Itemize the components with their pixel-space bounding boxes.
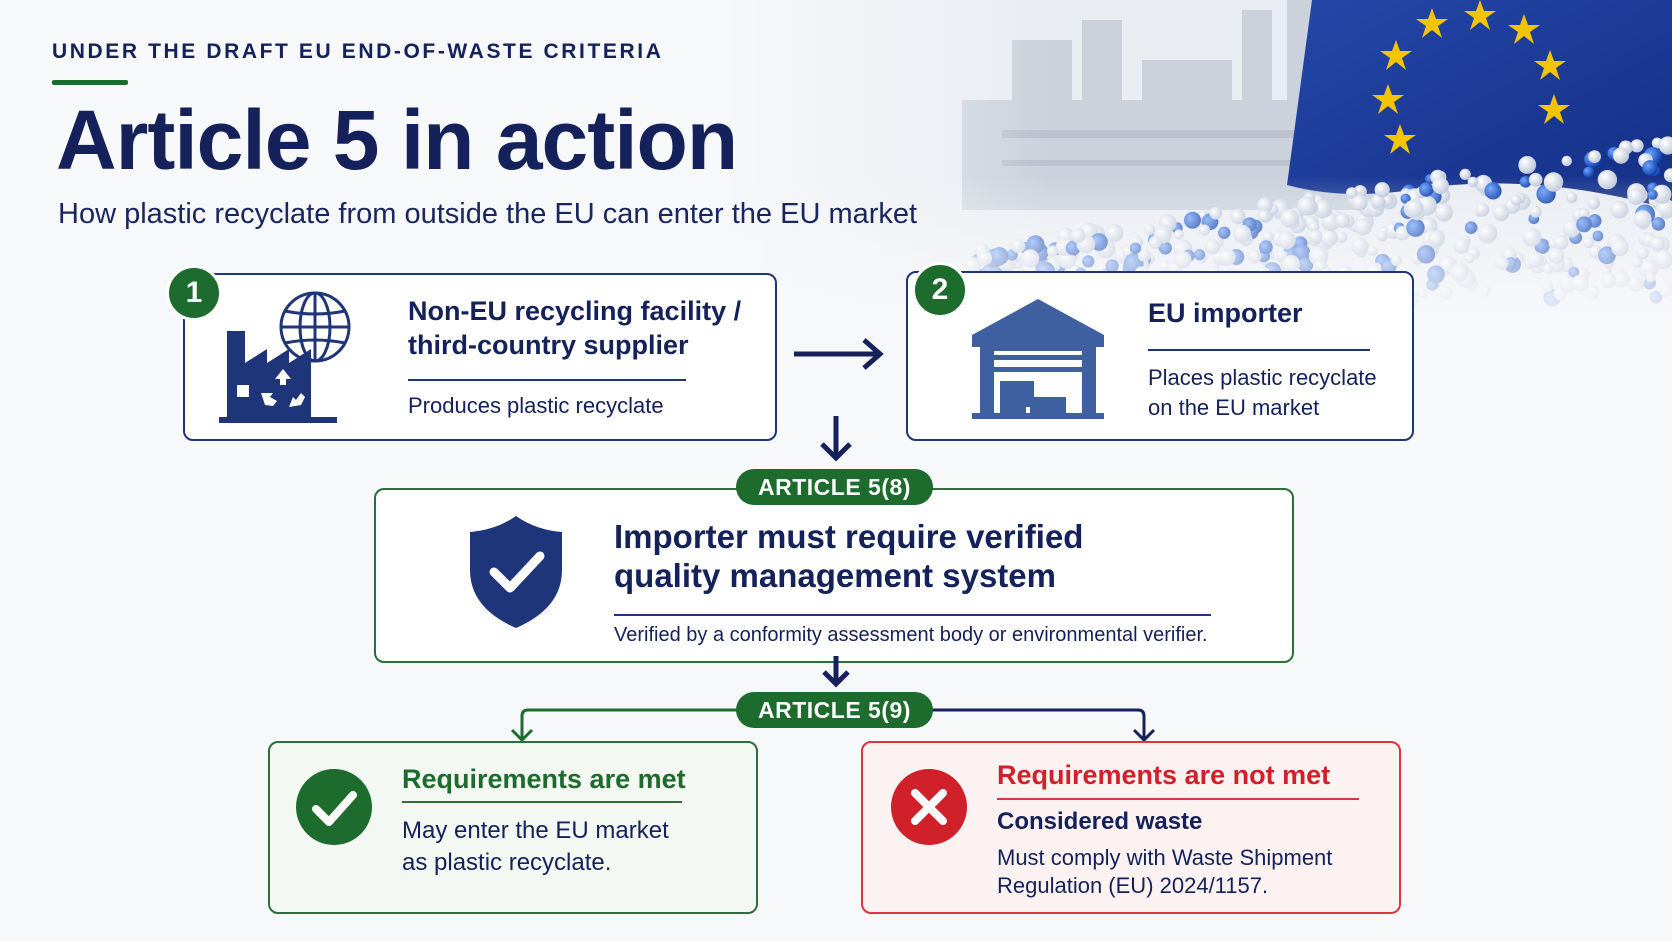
step-2-badge: 2 [912,262,968,318]
step-1-title-line-1: Non-EU recycling facility / [408,296,742,326]
branch-connectors [510,708,1156,743]
article-5-8-title-line-2: quality management system [614,557,1056,594]
eyebrow-label: UNDER THE DRAFT EU END-OF-WASTE CRITERIA [52,40,664,63]
article-5-8-card: Importer must require verified quality m… [374,488,1294,663]
step-1-card: Non-EU recycling facility / third-countr… [183,273,777,441]
requirements-met-card: Requirements are met May enter the EU ma… [268,741,758,914]
eyebrow-underline [52,80,128,85]
step-2-text-line-2: on the EU market [1148,395,1320,420]
requirements-not-met-divider [997,798,1359,800]
warehouse-icon [972,299,1104,419]
check-circle-icon [296,769,372,845]
article-5-8-title-line-1: Importer must require verified [614,518,1084,555]
shield-check-icon [470,516,562,628]
requirements-not-met-title: Requirements are not met [997,760,1331,790]
step-2-card: EU importer Places plastic recyclate on … [906,271,1414,441]
requirements-met-title: Requirements are met [402,764,686,794]
step-2-title: EU importer [1148,298,1303,328]
requirements-met-text-line-2: as plastic recyclate. [402,849,612,876]
hero-background-image [712,0,1672,320]
page-title: Article 5 in action [56,93,738,187]
step-2-text-line-1: Places plastic recyclate [1148,365,1377,390]
requirements-not-met-text-line-2: Regulation (EU) 2024/1157. [997,873,1269,898]
requirements-met-divider [402,801,682,803]
requirements-not-met-text-line-1: Must comply with Waste Shipment [997,845,1333,870]
article-5-8-badge: ARTICLE 5(8) [736,469,933,505]
arrow-right-icon [794,338,884,370]
x-circle-icon [891,769,967,845]
step-1-title-line-2: third-country supplier [408,330,689,360]
page-subtitle: How plastic recyclate from outside the E… [58,198,918,230]
article-5-9-badge: ARTICLE 5(9) [736,692,933,728]
arrow-down-icon [820,416,852,462]
requirements-not-met-subtitle: Considered waste [997,808,1203,835]
arrow-down-icon [822,656,850,688]
step-1-text: Produces plastic recyclate [408,393,664,418]
step-1-badge: 1 [166,265,222,321]
article-5-8-text: Verified by a conformity assessment body… [614,624,1208,646]
requirements-met-text-line-1: May enter the EU market [402,817,669,844]
article-5-8-divider [614,614,1211,616]
factory-globe-recycle-icon [219,291,351,423]
step-1-divider [408,379,686,381]
step-2-divider [1148,349,1370,351]
requirements-not-met-card: Requirements are not met Considered wast… [861,741,1401,914]
